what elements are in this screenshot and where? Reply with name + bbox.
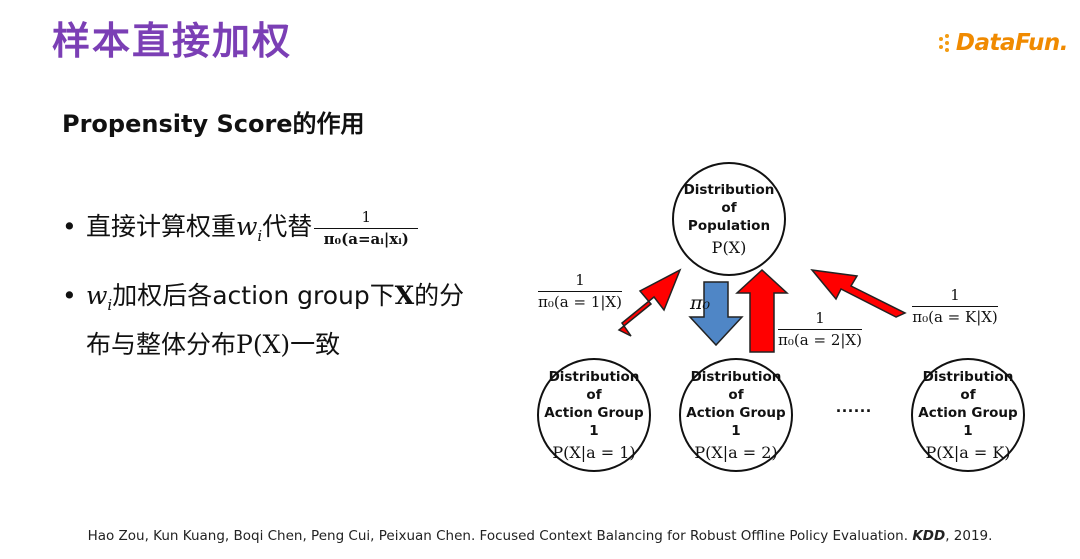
population-distribution-math: P(X) xyxy=(236,330,291,359)
weight-variable: wi xyxy=(86,281,113,314)
weight-label-group-2: 1 π₀(a = 2|X) xyxy=(778,309,862,349)
ellipsis: ...... xyxy=(836,396,873,416)
bold-x: X xyxy=(394,281,415,310)
action-group-node-2: Distribution of Action Group 1 P(X|a = 2… xyxy=(679,358,793,472)
bullet-item-2-line-2: 布与整体分布P(X)一致 xyxy=(86,325,340,361)
bullet-text: 直接计算权重 xyxy=(86,212,237,241)
pi-zero-label: π₀ xyxy=(690,292,711,314)
bullet-text: 的分 xyxy=(414,281,465,310)
weight-label-group-k: 1 π₀(a = K|X) xyxy=(912,286,998,326)
logo-text: DataFun. xyxy=(955,30,1069,56)
bullet-text: 一致 xyxy=(290,330,341,359)
action-group-node-1: Distribution of Action Group 1 P(X|a = 1… xyxy=(537,358,651,472)
weight-variable: wi xyxy=(236,212,263,245)
citation: Hao Zou, Kun Kuang, Boqi Chen, Peng Cui,… xyxy=(87,528,993,544)
bullet-text: 加权后各action group下 xyxy=(112,281,395,310)
action-group-node-k: Distribution of Action Group 1 P(X|a = K… xyxy=(911,358,1025,472)
bullet-text: 布与整体分布 xyxy=(86,330,237,359)
citation-venue: KDD xyxy=(912,528,946,544)
weight-label-group-1: 1 π₀(a = 1|X) xyxy=(538,271,622,311)
red-arrow-group-k xyxy=(810,269,907,318)
bullet-dot-icon: • xyxy=(62,281,77,310)
logo-dots-icon xyxy=(938,34,953,52)
red-arrow-group-2 xyxy=(735,268,789,353)
bullet-text: 代替 xyxy=(262,212,313,241)
slide-title: 样本直接加权 xyxy=(52,19,293,63)
population-node: Distribution of Population P(X) xyxy=(672,162,786,276)
bullet-item-2: • wi加权后各action group下X的分 xyxy=(62,276,464,314)
red-arrow-group-1 xyxy=(617,268,682,337)
bullet-dot-icon: • xyxy=(62,212,77,241)
blue-arrow-down xyxy=(688,281,744,347)
datafun-logo: DataFun. xyxy=(938,27,1069,59)
section-heading: Propensity Score的作用 xyxy=(62,110,365,138)
